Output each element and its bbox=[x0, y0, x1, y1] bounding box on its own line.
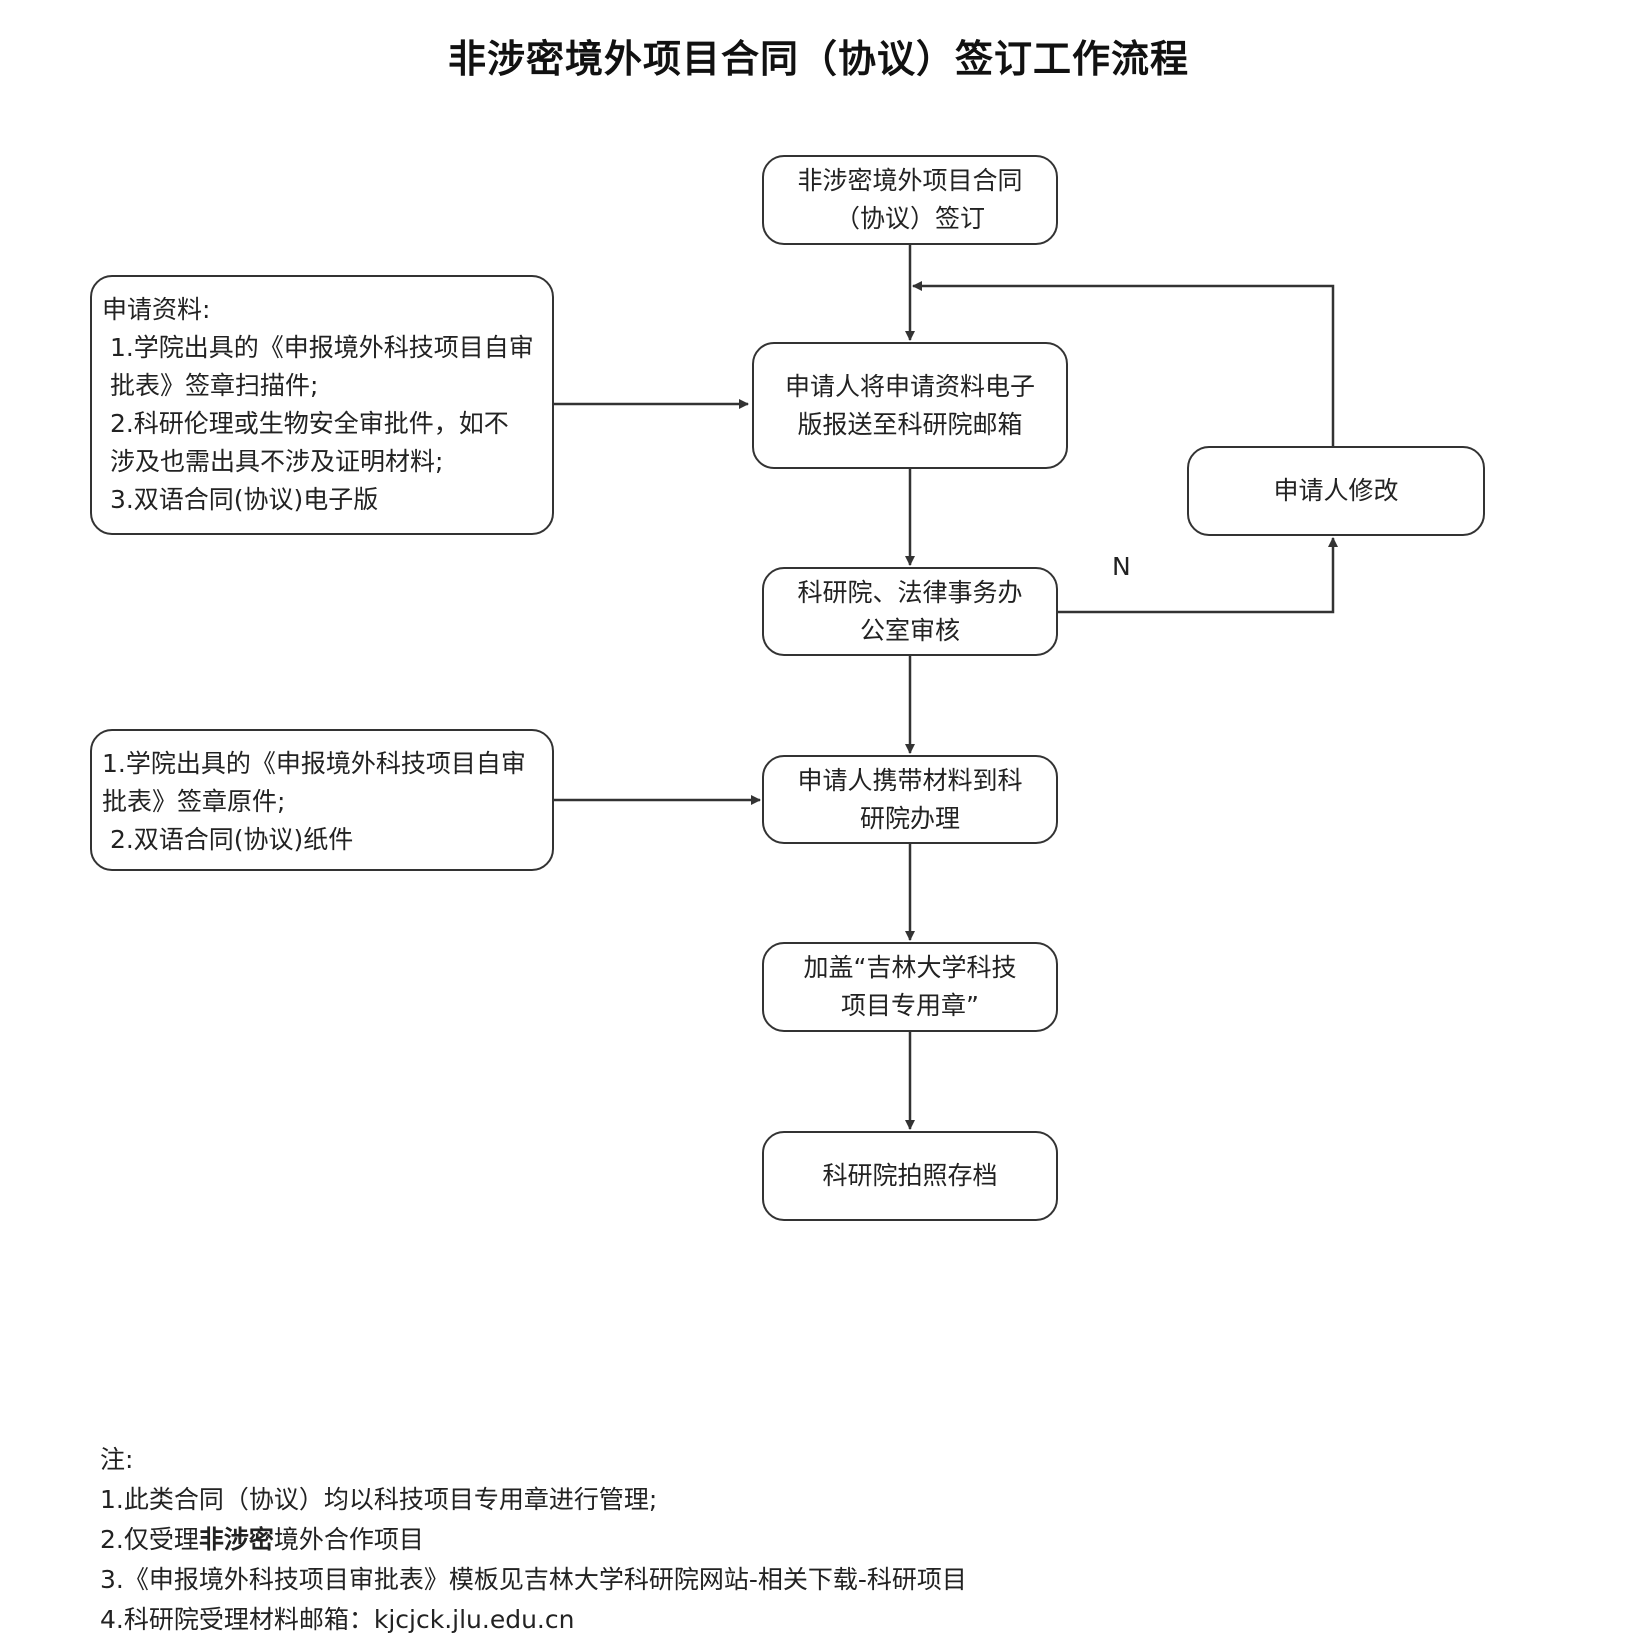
node-seal: 加盖“吉林大学科技 项目专用章” bbox=[762, 942, 1058, 1032]
notes-section: 注: 1.此类合同（协议）均以科技项目专用章进行管理; 2.仅受理非涉密境外合作… bbox=[100, 1440, 967, 1640]
arrow-modify-to-mainline bbox=[912, 281, 1335, 446]
note-item: 4.科研院受理材料邮箱：kjcjck.jlu.edu.cn bbox=[100, 1605, 575, 1634]
node-handle: 申请人携带材料到科 研院办理 bbox=[762, 755, 1058, 844]
emphasis-non-classified: 非涉密 bbox=[198, 1525, 274, 1554]
materials-line: 3.双语合同(协议)电子版 bbox=[102, 485, 379, 514]
side-box-original-documents: 1.学院出具的《申报境外科技项目自审 批表》签章原件; 2.双语合同(协议)纸件 bbox=[90, 729, 554, 871]
edge-label-no: N bbox=[1112, 552, 1131, 581]
node-review: 科研院、法律事务办 公室审核 bbox=[762, 567, 1058, 656]
materials-line: 涉及也需出具不涉及证明材料; bbox=[102, 447, 444, 476]
node-modify: 申请人修改 bbox=[1187, 446, 1485, 536]
node-archive: 科研院拍照存档 bbox=[762, 1131, 1058, 1221]
arrow-review-to-modify bbox=[1058, 537, 1338, 614]
materials-line: 申请资料: bbox=[102, 295, 211, 324]
materials-line: 批表》签章扫描件; bbox=[102, 371, 319, 400]
page-title: 非涉密境外项目合同（协议）签订工作流程 bbox=[447, 37, 1189, 81]
node-start: 非涉密境外项目合同 （协议）签订 bbox=[762, 155, 1058, 245]
note-item: 3.《申报境外科技项目审批表》模板见吉林大学科研院网站-相关下载-科研项目 bbox=[100, 1565, 967, 1594]
note-item: 2.仅受理非涉密境外合作项目 bbox=[100, 1525, 424, 1554]
originals-line: 1.学院出具的《申报境外科技项目自审 bbox=[102, 749, 526, 778]
materials-line: 1.学院出具的《申报境外科技项目自审 bbox=[102, 333, 534, 362]
notes-heading: 注: bbox=[100, 1445, 134, 1474]
originals-line: 批表》签章原件; bbox=[102, 787, 286, 816]
materials-line: 2.科研伦理或生物安全审批件，如不 bbox=[102, 409, 509, 438]
note-item: 1.此类合同（协议）均以科技项目专用章进行管理; bbox=[100, 1485, 658, 1514]
node-submit: 申请人将申请资料电子 版报送至科研院邮箱 bbox=[752, 342, 1068, 469]
side-box-application-materials: 申请资料: 1.学院出具的《申报境外科技项目自审 批表》签章扫描件; 2.科研伦… bbox=[90, 275, 554, 535]
originals-line: 2.双语合同(协议)纸件 bbox=[102, 825, 354, 854]
